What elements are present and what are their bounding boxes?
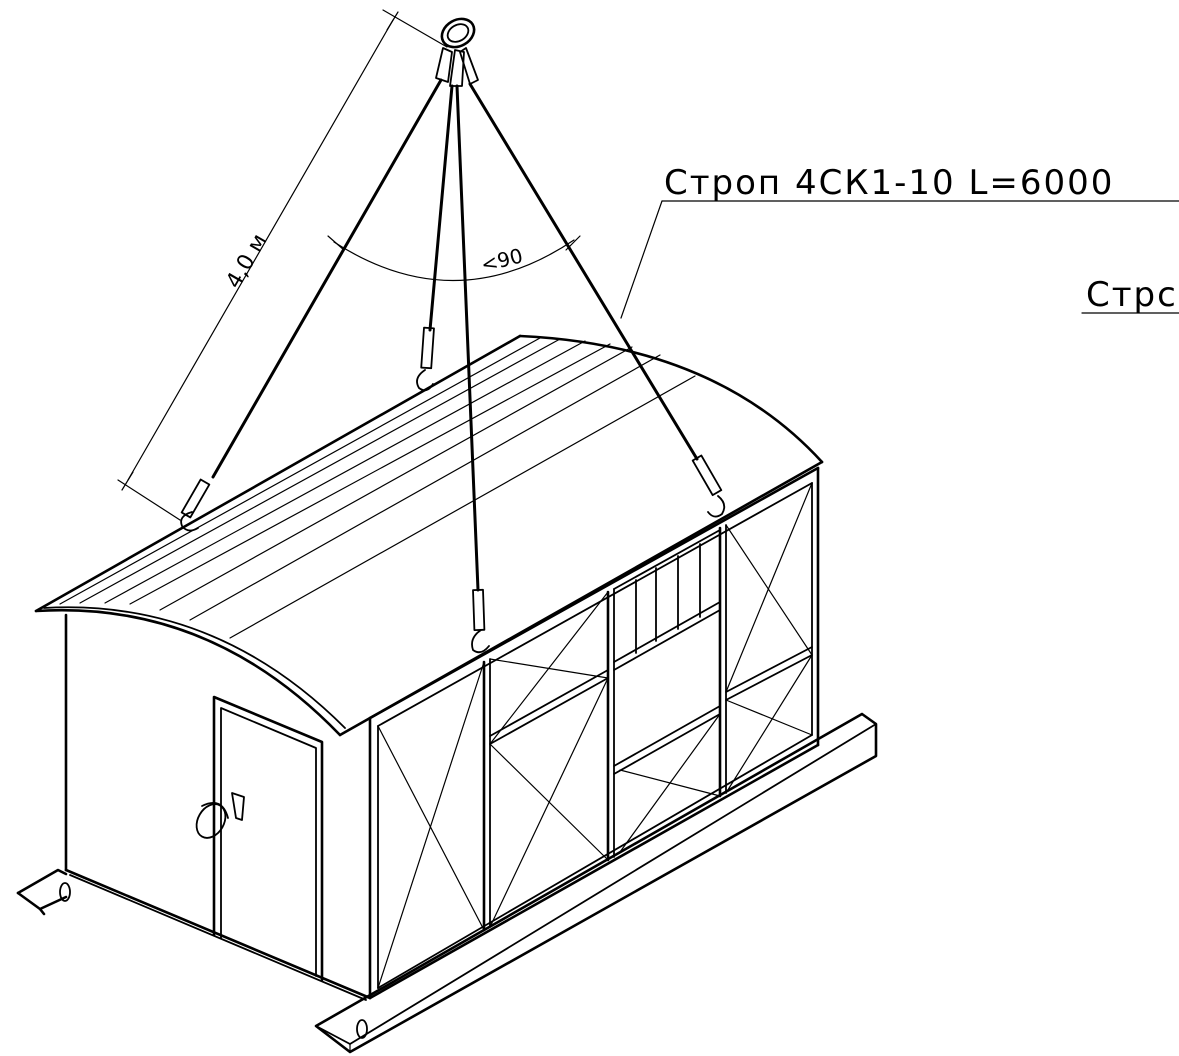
length-dimension (117, 9, 448, 521)
angle-dimension (327, 235, 581, 282)
door (195, 695, 324, 982)
roof (34, 334, 824, 737)
side-wall (368, 466, 820, 1000)
back-skid (314, 712, 878, 1054)
length-label: 4,0 м (222, 230, 273, 293)
lifting-ring (435, 17, 479, 87)
sling-label-leader (620, 200, 1179, 319)
skid-hole-icon (356, 1019, 368, 1039)
sling-main-label: Стpоп 4СК1-10 L=6000 (664, 163, 1114, 203)
sling-second-label: Стрс (1086, 275, 1178, 315)
end-wall (64, 613, 372, 1001)
angle-label: <90 (478, 243, 525, 277)
front-skid (16, 868, 71, 916)
skid-hole-icon (59, 882, 71, 902)
